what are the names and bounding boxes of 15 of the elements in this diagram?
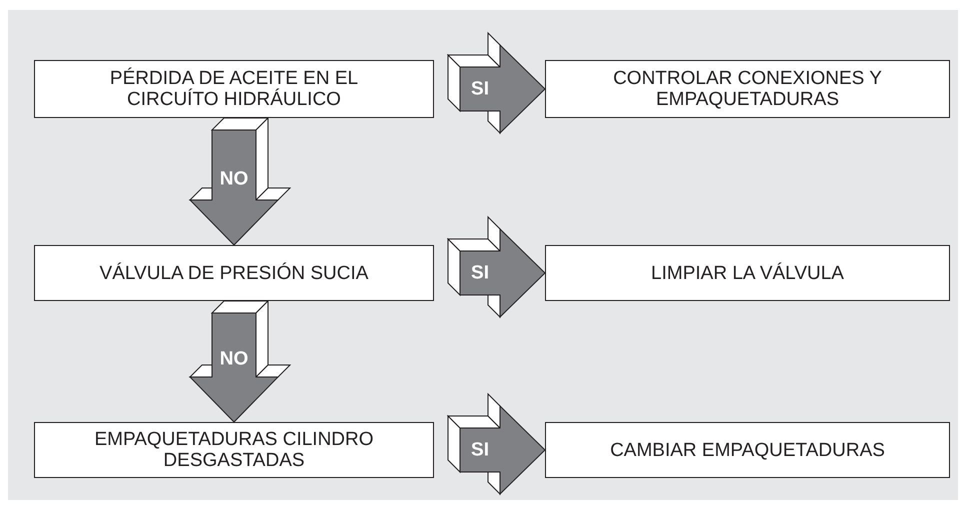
edge-label: SI [471,440,489,460]
edge-label: NO [220,350,248,368]
process-box [545,422,950,478]
box-text: PÉRDIDA DE ACEITE EN EL CIRCUÍTO HIDRÁULICO [108,68,360,110]
box-text: LIMPIAR LA VÁLVULA [651,262,844,284]
edge-label: SI [471,264,489,282]
box-text: CAMBIAR EMPAQUETADURAS [610,440,885,460]
edge-label: NO [220,170,248,188]
process-box [545,60,950,118]
process-box [545,245,950,301]
process-box [34,422,434,478]
box-text: CONTROLAR CONEXIONES Y EMPAQUETADURAS [612,68,883,110]
box-text: EMPAQUETADURAS CILINDRO DESGASTADAS [93,429,375,471]
edge-label: SI [471,80,489,98]
box-text: VÁLVULA DE PRESIÓN SUCIA [100,262,368,284]
